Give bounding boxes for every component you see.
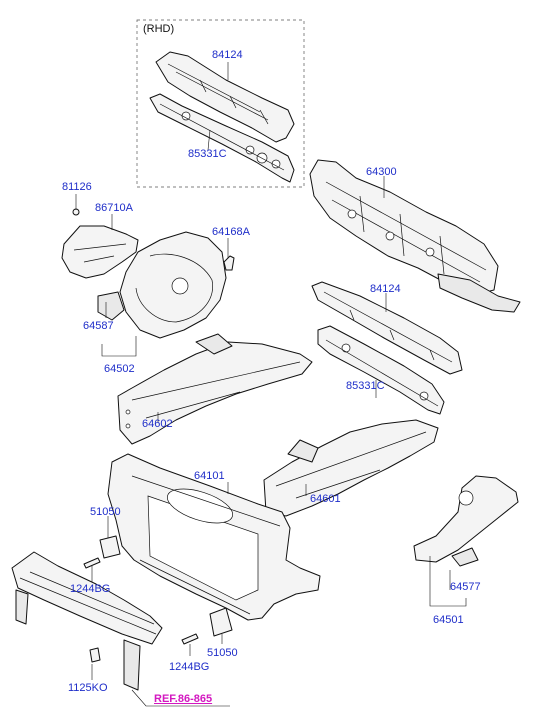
label-64300[interactable]: 64300 — [366, 166, 397, 178]
label-85331c[interactable]: 85331C — [346, 380, 385, 392]
leader-lines — [75, 62, 467, 707]
label-64602[interactable]: 64602 — [142, 418, 173, 430]
part-1244bg-left — [83, 557, 101, 569]
part-64300 — [309, 159, 521, 313]
part-bumper-beam — [11, 551, 163, 691]
part-51050-left — [99, 535, 121, 559]
label-64101[interactable]: 64101 — [194, 470, 225, 482]
part-1125ko — [89, 647, 101, 663]
label-84124-rhd[interactable]: 84124 — [212, 49, 243, 61]
label-84124[interactable]: 84124 — [370, 283, 401, 295]
part-1244bg-right — [181, 633, 199, 645]
label-51050-left[interactable]: 51050 — [90, 506, 121, 518]
label-85331c-rhd[interactable]: 85331C — [188, 148, 227, 160]
label-86710a[interactable]: 86710A — [95, 202, 133, 214]
part-64168a — [223, 255, 235, 271]
label-1125ko[interactable]: 1125KO — [68, 682, 108, 694]
label-51050-right[interactable]: 51050 — [207, 647, 238, 659]
ref-link[interactable]: REF.86-865 — [154, 693, 213, 705]
part-51050-right — [209, 607, 233, 637]
part-64501 — [413, 475, 519, 567]
part-84124-rhd — [155, 51, 295, 143]
part-64101 — [107, 453, 321, 621]
part-84124 — [311, 281, 463, 375]
label-81126[interactable]: 81126 — [62, 181, 92, 193]
label-64587[interactable]: 64587 — [83, 320, 114, 332]
part-64601 — [263, 419, 439, 517]
rhd-group-box — [136, 19, 305, 188]
part-64502 — [97, 231, 227, 339]
part-85331c — [317, 325, 445, 415]
label-64168a[interactable]: 64168A — [212, 226, 250, 238]
label-64501[interactable]: 64501 — [433, 614, 464, 626]
label-64577[interactable]: 64577 — [450, 581, 481, 593]
label-64601[interactable]: 64601 — [310, 493, 341, 505]
label-64502[interactable]: 64502 — [104, 363, 135, 375]
label-1244bg-right[interactable]: 1244BG — [169, 661, 210, 673]
part-64602 — [117, 333, 313, 445]
rhd-heading: (RHD) — [143, 23, 175, 35]
part-85331c-rhd — [149, 93, 295, 183]
part-86710a — [61, 225, 139, 279]
label-1244bg-left[interactable]: 1244BG — [70, 583, 111, 595]
